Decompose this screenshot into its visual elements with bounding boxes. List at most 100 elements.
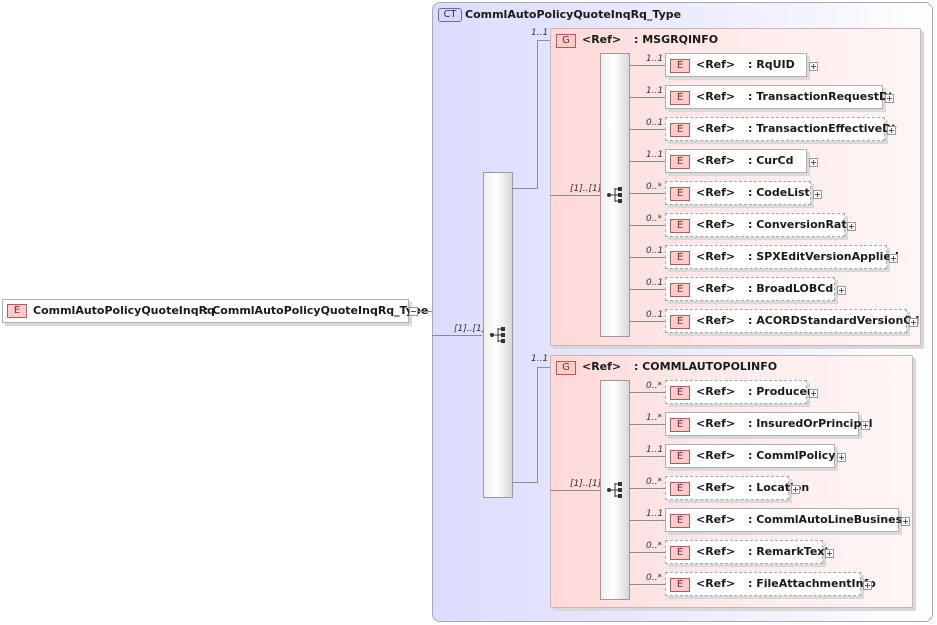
collapse-minus-icon[interactable] [409,307,418,316]
expand-plus-icon[interactable] [887,126,896,135]
element-ref-box[interactable]: E<Ref>: RqUID [665,53,807,77]
element-multiplicity: 0..1 [646,246,664,256]
element-badge: E [670,91,690,105]
element-name: : RemarkText [748,545,830,558]
connector [630,488,665,489]
connector [432,335,482,336]
connector [513,188,537,189]
sequence-compositor-icon [607,187,622,203]
expand-plus-icon[interactable] [809,158,818,167]
connector [537,40,550,41]
root-element-type: : CommlAutoPolicyQuoteInqRq_Type [204,304,429,317]
element-ref: <Ref> [696,122,736,135]
complex-type-name: CommlAutoPolicyQuoteInqRq_Type [465,8,682,21]
element-ref: <Ref> [696,577,736,590]
element-badge: E [670,219,690,233]
group-multiplicity: 1..1 [531,28,549,38]
expand-plus-icon[interactable] [837,286,846,295]
connector [630,161,665,162]
expand-plus-icon[interactable] [825,549,834,558]
element-name: : ACORDStandardVersionCd [748,314,920,327]
element-ref-box[interactable]: E<Ref>: ACORDStandardVersionCd [665,309,919,333]
element-ref: <Ref> [696,186,736,199]
connector [537,367,538,483]
connector [630,424,665,425]
expand-plus-icon[interactable] [885,94,894,103]
connector [630,552,665,553]
expand-plus-icon[interactable] [863,581,872,590]
group-badge: G [556,361,576,375]
element-ref-box[interactable]: E<Ref>: CommlAutoLineBusiness [665,508,909,532]
element-multiplicity: 1..1 [646,54,664,64]
connector [550,195,600,196]
element-name: : SPXEditVersionApplied [748,250,899,263]
connector [630,584,665,585]
group-ref: <Ref> [582,360,622,373]
element-badge: E [7,304,27,318]
root-element-box[interactable]: E CommlAutoPolicyQuoteInqRq : CommlAutoP… [2,299,428,323]
expand-plus-icon[interactable] [791,485,800,494]
connector [630,129,665,130]
element-multiplicity: 0..* [646,477,662,487]
element-multiplicity: 1..1 [646,509,664,519]
element-name: : CurCd [748,154,794,167]
element-ref-box[interactable]: E<Ref>: SPXEditVersionApplied [665,245,899,269]
element-badge: E [670,386,690,400]
group-ref: <Ref> [582,33,622,46]
element-ref-box[interactable]: E<Ref>: InsuredOrPrincipal [665,412,873,436]
expand-plus-icon[interactable] [837,453,846,462]
expand-plus-icon[interactable] [909,318,918,327]
expand-plus-icon[interactable] [847,222,856,231]
expand-plus-icon[interactable] [809,62,818,71]
connector [630,392,665,393]
element-ref: <Ref> [696,385,736,398]
element-ref-box[interactable]: E<Ref>: TransactionEffectiveDt [665,117,897,141]
group-sequence-multiplicity: [1]..[1] [570,479,602,489]
element-ref-box[interactable]: E<Ref>: TransactionRequestDt [665,85,893,109]
element-badge: E [670,187,690,201]
element-ref-box[interactable]: E<Ref>: CurCd [665,149,807,173]
element-ref-box[interactable]: E<Ref>: ConversionRate [665,213,854,237]
element-badge: E [670,514,690,528]
connector [550,490,600,491]
element-ref: <Ref> [696,481,736,494]
element-ref: <Ref> [696,58,736,71]
element-ref-box[interactable]: E<Ref>: CommlPolicy [665,444,835,468]
expand-plus-icon[interactable] [861,421,870,430]
connector [630,520,665,521]
element-ref-box[interactable]: E <Ref> : Producer [665,380,812,404]
element-multiplicity: 0..1 [646,310,664,320]
element-multiplicity: 1..1 [646,445,664,455]
connector [630,65,665,66]
expand-plus-icon[interactable] [889,254,898,263]
element-ref: <Ref> [696,90,736,103]
expand-plus-icon[interactable] [901,517,910,526]
element-ref: <Ref> [696,154,736,167]
connector [630,97,665,98]
element-ref: <Ref> [696,545,736,558]
element-ref-box[interactable]: E<Ref>: Location [665,476,809,500]
element-ref: <Ref> [696,282,736,295]
root-sequence-compositor[interactable] [483,172,513,498]
element-ref-box[interactable]: E<Ref>: CodeList [665,181,811,205]
element-badge: E [670,283,690,297]
sequence-compositor-icon [607,482,622,498]
element-ref-box[interactable]: E<Ref>: FileAttachmentInfo [665,572,876,596]
element-multiplicity: 0..1 [646,118,664,128]
connector [418,311,432,312]
element-name: : Producer [748,385,813,398]
element-multiplicity: 0..* [646,573,662,583]
element-badge: E [670,123,690,137]
element-ref-box[interactable]: E<Ref>: BroadLOBCd [665,277,835,301]
element-multiplicity: 1..* [646,413,662,423]
element-ref-box[interactable]: E<Ref>: RemarkText [665,540,830,564]
element-multiplicity: 0..* [646,214,662,224]
element-name: : FileAttachmentInfo [748,577,876,590]
expand-plus-icon[interactable] [813,190,822,199]
root-element-name: CommlAutoPolicyQuoteInqRq [33,304,215,317]
element-multiplicity: 0..* [646,182,662,192]
group-name: : COMMLAUTOPOLINFO [634,360,778,373]
element-multiplicity: 0..1 [646,278,664,288]
expand-plus-icon[interactable] [809,389,818,398]
element-ref: <Ref> [696,449,736,462]
